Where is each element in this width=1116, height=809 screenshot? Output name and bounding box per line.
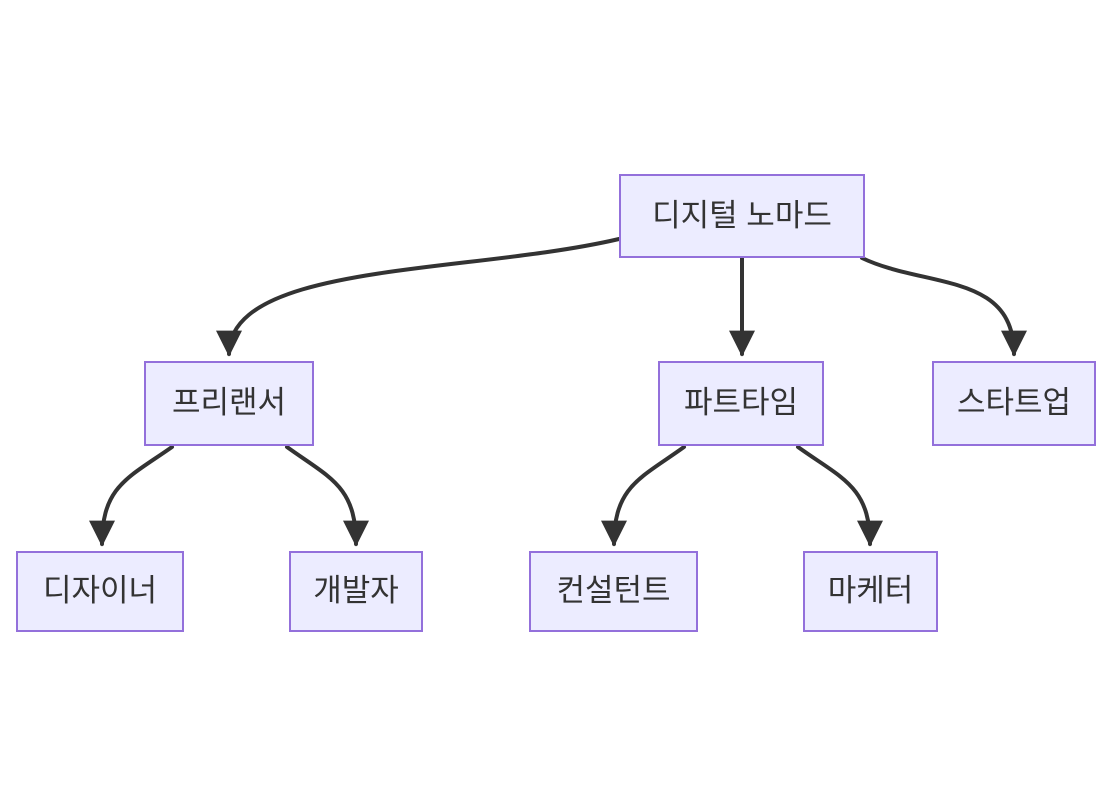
node-digital-nomad-label: 디지털 노마드 [652, 197, 832, 233]
node-designer-label: 디자이너 [42, 573, 158, 608]
edge-freelancer-to-developer [285, 445, 369, 547]
node-freelancer-label: 프리랜서 [171, 385, 287, 420]
edge-part-time-to-consultant [601, 445, 686, 547]
edge-freelancer-to-designer [89, 445, 174, 547]
node-developer-label: 개발자 [313, 573, 399, 608]
node-freelancer: 프리랜서 [144, 361, 314, 446]
node-digital-nomad: 디지털 노마드 [619, 174, 865, 258]
edge-digital-nomad-to-freelancer [216, 237, 621, 357]
node-designer: 디자이너 [16, 551, 184, 632]
edge-part-time-to-marketer [796, 445, 883, 547]
node-marketer: 마케터 [803, 551, 938, 632]
node-marketer-label: 마케터 [827, 573, 914, 608]
node-part-time-label: 파트타임 [683, 385, 799, 420]
node-consultant: 컨설턴트 [529, 551, 698, 632]
node-part-time: 파트타임 [658, 361, 824, 446]
node-startup: 스타트업 [932, 361, 1096, 446]
node-developer: 개발자 [289, 551, 423, 632]
node-consultant-label: 컨설턴트 [556, 573, 671, 608]
node-startup-label: 스타트업 [956, 385, 1072, 420]
edge-digital-nomad-to-startup [860, 256, 1027, 357]
